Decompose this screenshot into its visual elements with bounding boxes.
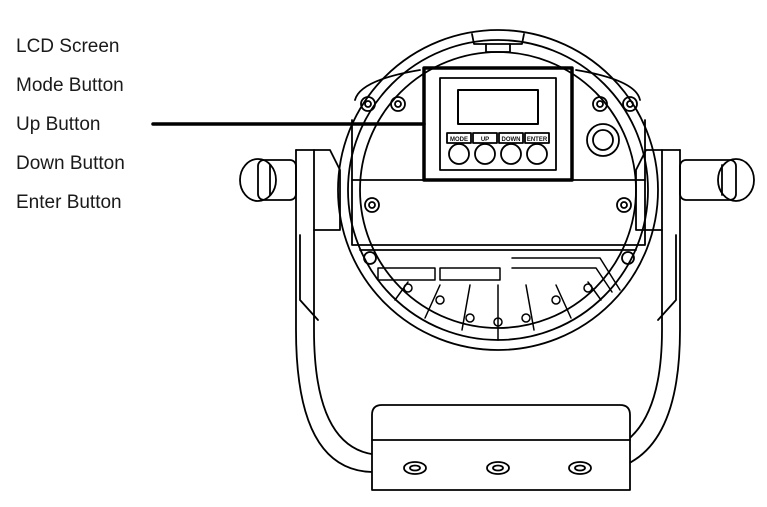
mode-button-text: MODE [450,137,468,143]
enter-button-text: ENTER [527,137,548,143]
label-down-button: Down Button [16,153,125,174]
down-button: DOWN [498,132,524,165]
up-button-text: UP [481,137,489,143]
heatsink-fins [377,257,621,341]
fixture-body [337,29,659,351]
lcd-screen [457,89,539,125]
left-knob [239,158,297,202]
label-lcd-screen: LCD Screen [16,36,120,57]
down-button-text: DOWN [502,137,521,143]
enter-button: ENTER [524,132,550,165]
base-mount [371,404,631,491]
label-list: LCD Screen Mode Button Up Button Down Bu… [16,34,125,229]
right-knob [679,158,755,202]
label-mode-button: Mode Button [16,75,124,96]
control-panel [422,66,574,182]
label-enter-button: Enter Button [16,192,122,213]
label-up-button: Up Button [16,114,101,135]
up-button: UP [472,132,498,165]
mode-button: MODE [446,132,472,165]
